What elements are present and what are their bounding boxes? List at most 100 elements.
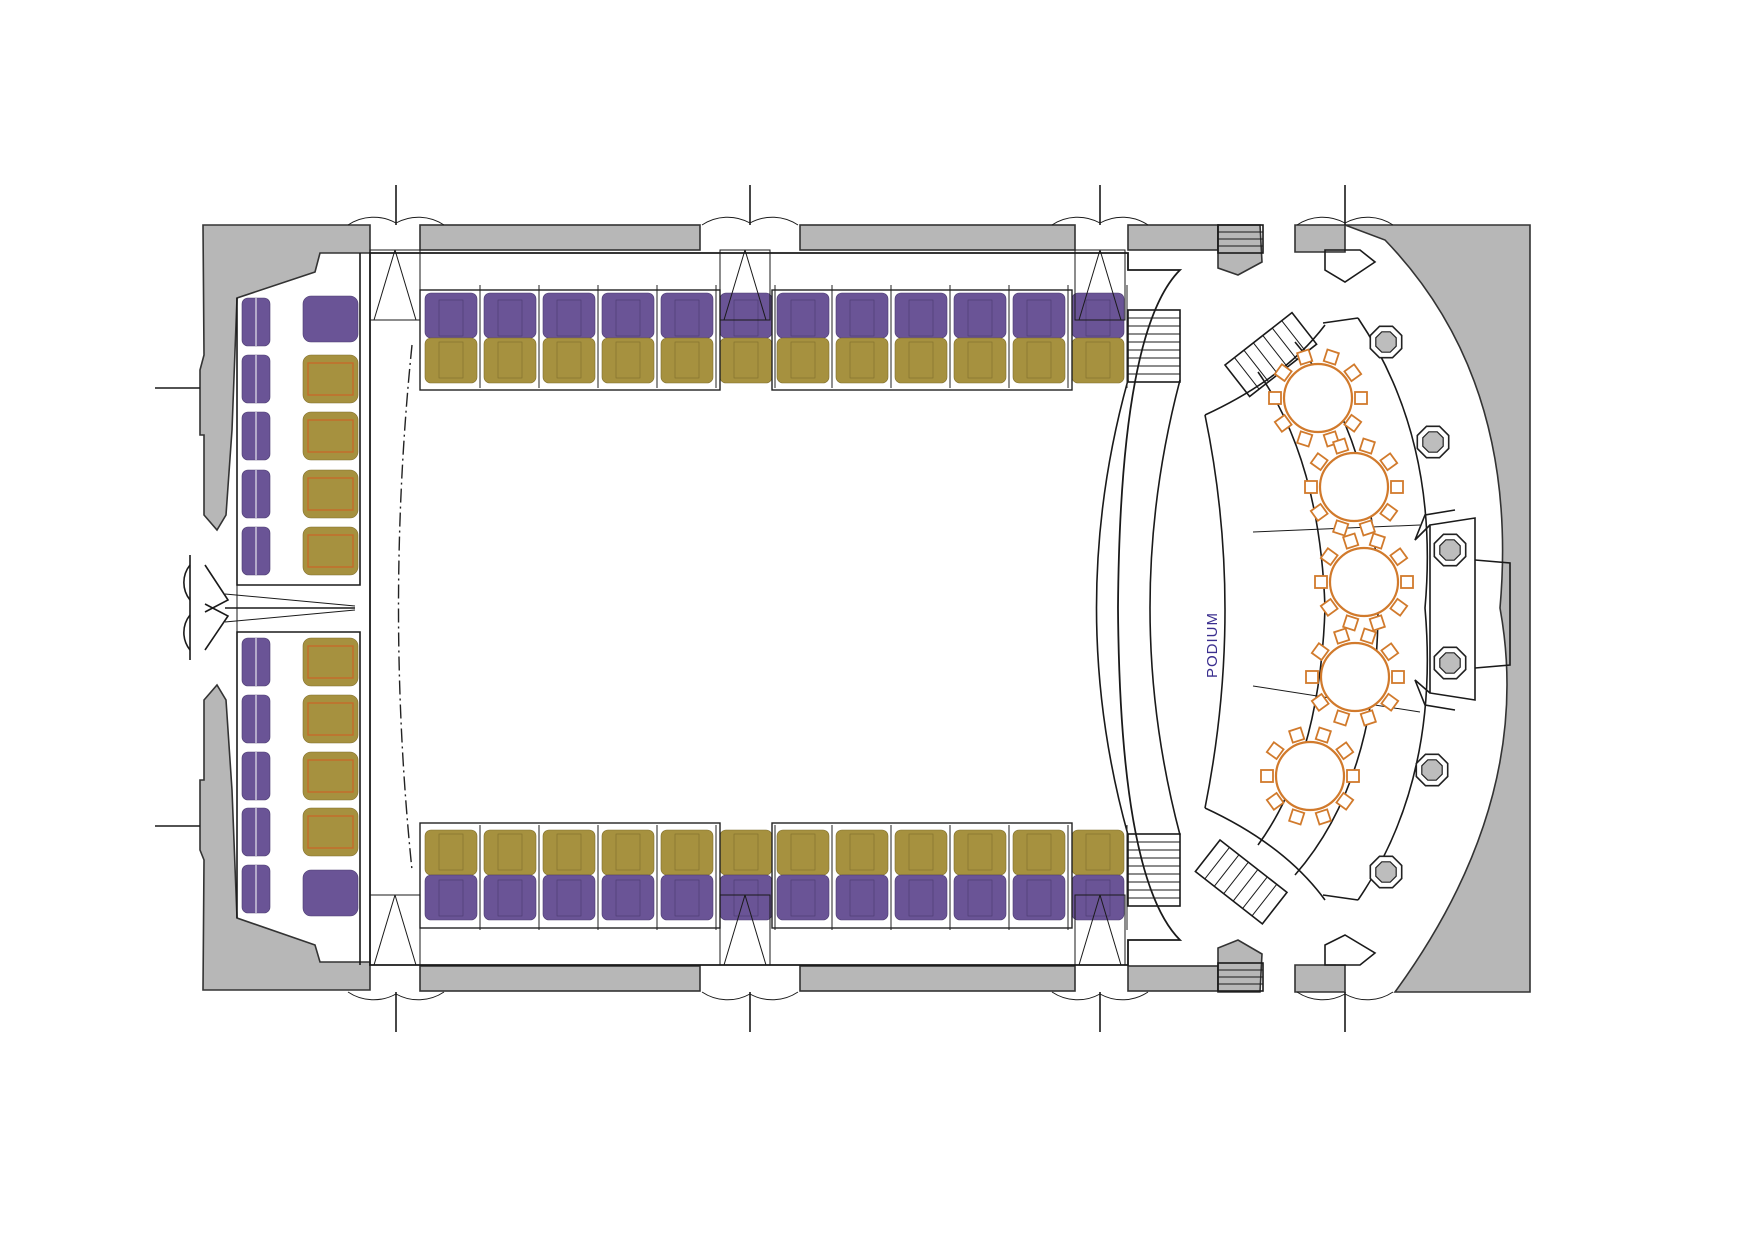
door-arc	[701, 991, 751, 1001]
swing-door-icon[interactable]	[347, 991, 445, 1032]
chair[interactable]	[1260, 769, 1274, 783]
table[interactable]	[307, 759, 354, 793]
vestibule-door-icon[interactable]	[1074, 249, 1126, 321]
chair[interactable]	[1342, 614, 1360, 632]
chair[interactable]	[1332, 437, 1350, 455]
chair[interactable]	[1343, 363, 1363, 383]
left-entrance-door-icon[interactable]	[183, 555, 230, 660]
table-top[interactable]	[1328, 546, 1400, 618]
swing-door-icon[interactable]	[347, 185, 445, 226]
chair[interactable]	[1296, 348, 1314, 366]
table	[1026, 341, 1052, 379]
seat-back	[1026, 879, 1052, 917]
table	[438, 833, 464, 871]
chair[interactable]	[1359, 709, 1377, 727]
table	[615, 833, 641, 871]
door-arc	[1344, 991, 1394, 1001]
swing-door-icon[interactable]	[1296, 185, 1394, 226]
chair[interactable]	[1332, 519, 1350, 537]
chair[interactable]	[1309, 452, 1329, 472]
chair[interactable]	[1335, 791, 1355, 811]
chair[interactable]	[1358, 519, 1376, 537]
round-table[interactable]	[1268, 348, 1368, 448]
door-arc	[749, 991, 799, 1001]
door-arc	[347, 991, 397, 1001]
chair[interactable]	[1380, 692, 1400, 712]
chair[interactable]	[1343, 413, 1363, 433]
chair[interactable]	[1333, 709, 1351, 727]
chair[interactable]	[1273, 363, 1293, 383]
swing-door-icon[interactable]	[1051, 185, 1149, 226]
chair[interactable]	[1319, 547, 1339, 567]
round-table[interactable]	[1260, 726, 1360, 826]
chair[interactable]	[1314, 808, 1332, 826]
chair[interactable]	[1354, 391, 1368, 405]
chair[interactable]	[1389, 597, 1409, 617]
swing-door-icon[interactable]	[1051, 991, 1149, 1032]
vestibule-door-icon[interactable]	[719, 249, 771, 321]
chair[interactable]	[1333, 627, 1351, 645]
table-top[interactable]	[1319, 641, 1391, 713]
chair[interactable]	[1314, 726, 1332, 744]
chair[interactable]	[1368, 532, 1386, 550]
seat-back	[790, 879, 816, 917]
round-table[interactable]	[1314, 532, 1414, 632]
table-top[interactable]	[1318, 451, 1390, 523]
theatre-seat-bank[interactable]	[302, 295, 359, 343]
table[interactable]	[307, 362, 354, 396]
swing-door-icon[interactable]	[1296, 991, 1394, 1032]
table[interactable]	[307, 645, 354, 679]
chair[interactable]	[1265, 741, 1285, 761]
seat-back	[967, 879, 993, 917]
table[interactable]	[307, 702, 354, 736]
table[interactable]	[307, 477, 354, 511]
main-hall	[369, 252, 1183, 966]
chair[interactable]	[1319, 597, 1339, 617]
chair[interactable]	[1390, 480, 1404, 494]
vestibule-door-icon[interactable]	[369, 894, 421, 966]
chair[interactable]	[1309, 502, 1329, 522]
table[interactable]	[307, 419, 354, 453]
chair[interactable]	[1335, 741, 1355, 761]
chair[interactable]	[1310, 692, 1330, 712]
table[interactable]	[307, 534, 354, 568]
chair[interactable]	[1296, 430, 1314, 448]
chair[interactable]	[1391, 670, 1405, 684]
chair[interactable]	[1400, 575, 1414, 589]
round-table[interactable]	[1304, 437, 1404, 537]
table[interactable]	[307, 815, 354, 849]
pillars	[1369, 325, 1467, 889]
vestibule-leaf	[373, 894, 417, 966]
table-top[interactable]	[1274, 740, 1346, 812]
chair[interactable]	[1346, 769, 1360, 783]
chair[interactable]	[1310, 642, 1330, 662]
vestibule-door-icon[interactable]	[369, 249, 421, 321]
chair[interactable]	[1305, 670, 1319, 684]
chair[interactable]	[1288, 726, 1306, 744]
chair[interactable]	[1380, 642, 1400, 662]
vestibule-door-icon[interactable]	[719, 894, 771, 966]
chair[interactable]	[1389, 547, 1409, 567]
vestibule-leaf	[1078, 894, 1122, 966]
chair[interactable]	[1273, 413, 1293, 433]
chair[interactable]	[1304, 480, 1318, 494]
seat-back	[438, 879, 464, 917]
round-table[interactable]	[1305, 627, 1405, 727]
chair[interactable]	[1314, 575, 1328, 589]
chair[interactable]	[1342, 532, 1360, 550]
swing-door-icon[interactable]	[701, 185, 799, 226]
chair[interactable]	[1322, 348, 1340, 366]
chair[interactable]	[1265, 791, 1285, 811]
chair[interactable]	[1358, 437, 1376, 455]
vestibule-door-icon[interactable]	[1074, 894, 1126, 966]
chair[interactable]	[1359, 627, 1377, 645]
table-top[interactable]	[1282, 362, 1354, 434]
chair[interactable]	[1368, 614, 1386, 632]
swing-door-icon[interactable]	[701, 991, 799, 1032]
chair[interactable]	[1288, 808, 1306, 826]
chair[interactable]	[1268, 391, 1282, 405]
chair[interactable]	[1379, 502, 1399, 522]
theatre-seat-bank[interactable]	[302, 869, 359, 917]
seat-back	[674, 879, 700, 917]
chair[interactable]	[1379, 452, 1399, 472]
